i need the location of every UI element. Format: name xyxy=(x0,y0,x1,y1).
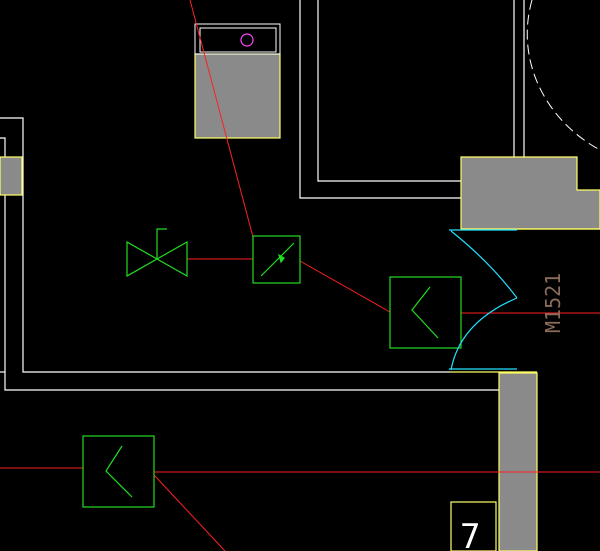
valve-right-triangle xyxy=(155,240,188,278)
wall-outer-right-room xyxy=(299,0,510,199)
fixture-mark-icon xyxy=(240,33,254,47)
door-tag-label: M1521 xyxy=(541,273,565,333)
wall-left-corridor-outer xyxy=(0,117,450,373)
room-number-frame xyxy=(450,501,497,551)
damper-blade xyxy=(260,242,295,277)
damper-icon xyxy=(252,235,301,284)
diffuser-icon xyxy=(82,435,155,508)
door-leaf-top-arc xyxy=(450,230,518,299)
fixture-inner-frame xyxy=(199,27,277,53)
room-number-tag: 7 xyxy=(450,501,497,551)
door-swing xyxy=(449,229,518,371)
diffuser-icon xyxy=(389,276,462,349)
fixture xyxy=(194,23,281,55)
equipment xyxy=(82,228,462,508)
column-left xyxy=(0,156,23,196)
diffuser-lower-box xyxy=(82,435,155,508)
wall-inner-right-room xyxy=(317,0,514,182)
room-number-label: 7 xyxy=(460,517,480,551)
gate-valve-icon xyxy=(126,228,188,278)
pipe-damper-to-diffuser xyxy=(299,260,391,313)
dashed-arc xyxy=(526,0,600,151)
column-upper-right xyxy=(460,156,600,230)
columns xyxy=(0,53,600,551)
damper-box xyxy=(252,235,301,284)
damper-blade-dot xyxy=(278,253,285,264)
pipe-diagonal-top xyxy=(189,0,254,238)
walls xyxy=(0,0,525,391)
valve-left-triangle xyxy=(126,240,159,278)
wall-left-corridor-inner xyxy=(0,137,499,391)
diffuser-upper-box xyxy=(389,276,462,349)
fixture-outer-frame xyxy=(194,23,281,55)
valve-stem xyxy=(156,228,167,259)
column-lower-right xyxy=(498,372,538,551)
door-leaf-bottom-arc xyxy=(450,297,518,371)
diffuser-lower-zigzag xyxy=(105,445,133,498)
diffuser-upper-zigzag xyxy=(411,286,439,339)
pipe-lower-diagonal xyxy=(153,474,226,551)
